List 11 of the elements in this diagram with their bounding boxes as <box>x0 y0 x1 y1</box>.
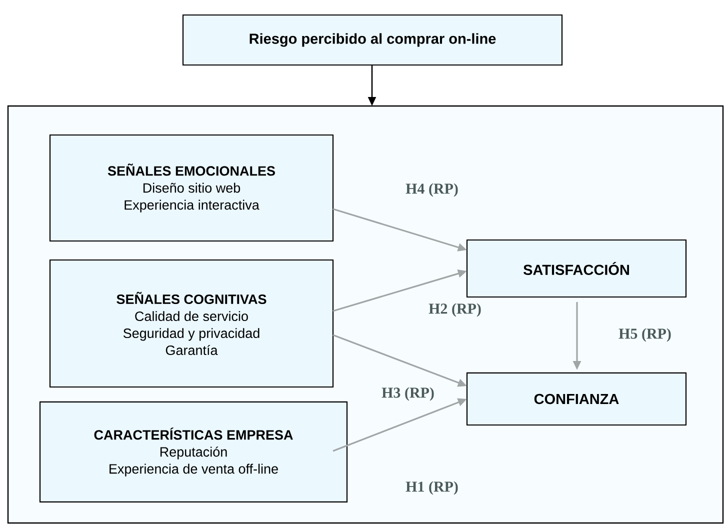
edge-label: H2 (RP) <box>428 303 481 317</box>
edge-label: H3 (RP) <box>382 387 434 401</box>
concept-box: SEÑALES COGNITIVAS Calidad de servicio Seguridad y privacidad Garantía <box>49 259 334 388</box>
concept-box: CARACTERÍSTICAS EMPRESA Reputación Experiencia de venta off-line <box>39 401 348 503</box>
edge-label: H5 (RP) <box>618 328 671 342</box>
concept-box: CONFIANZA <box>466 372 687 426</box>
concept-box: Riesgo percibido al comprar on-line <box>182 14 563 66</box>
concept-box: SEÑALES EMOCIONALES Diseño sitio web Experiencia interactiva <box>49 134 334 242</box>
edge-label: H4 (RP) <box>406 183 458 197</box>
edge-label: H1 (RP) <box>406 481 458 495</box>
concept-box: SATISFACCIÓN <box>466 239 687 298</box>
